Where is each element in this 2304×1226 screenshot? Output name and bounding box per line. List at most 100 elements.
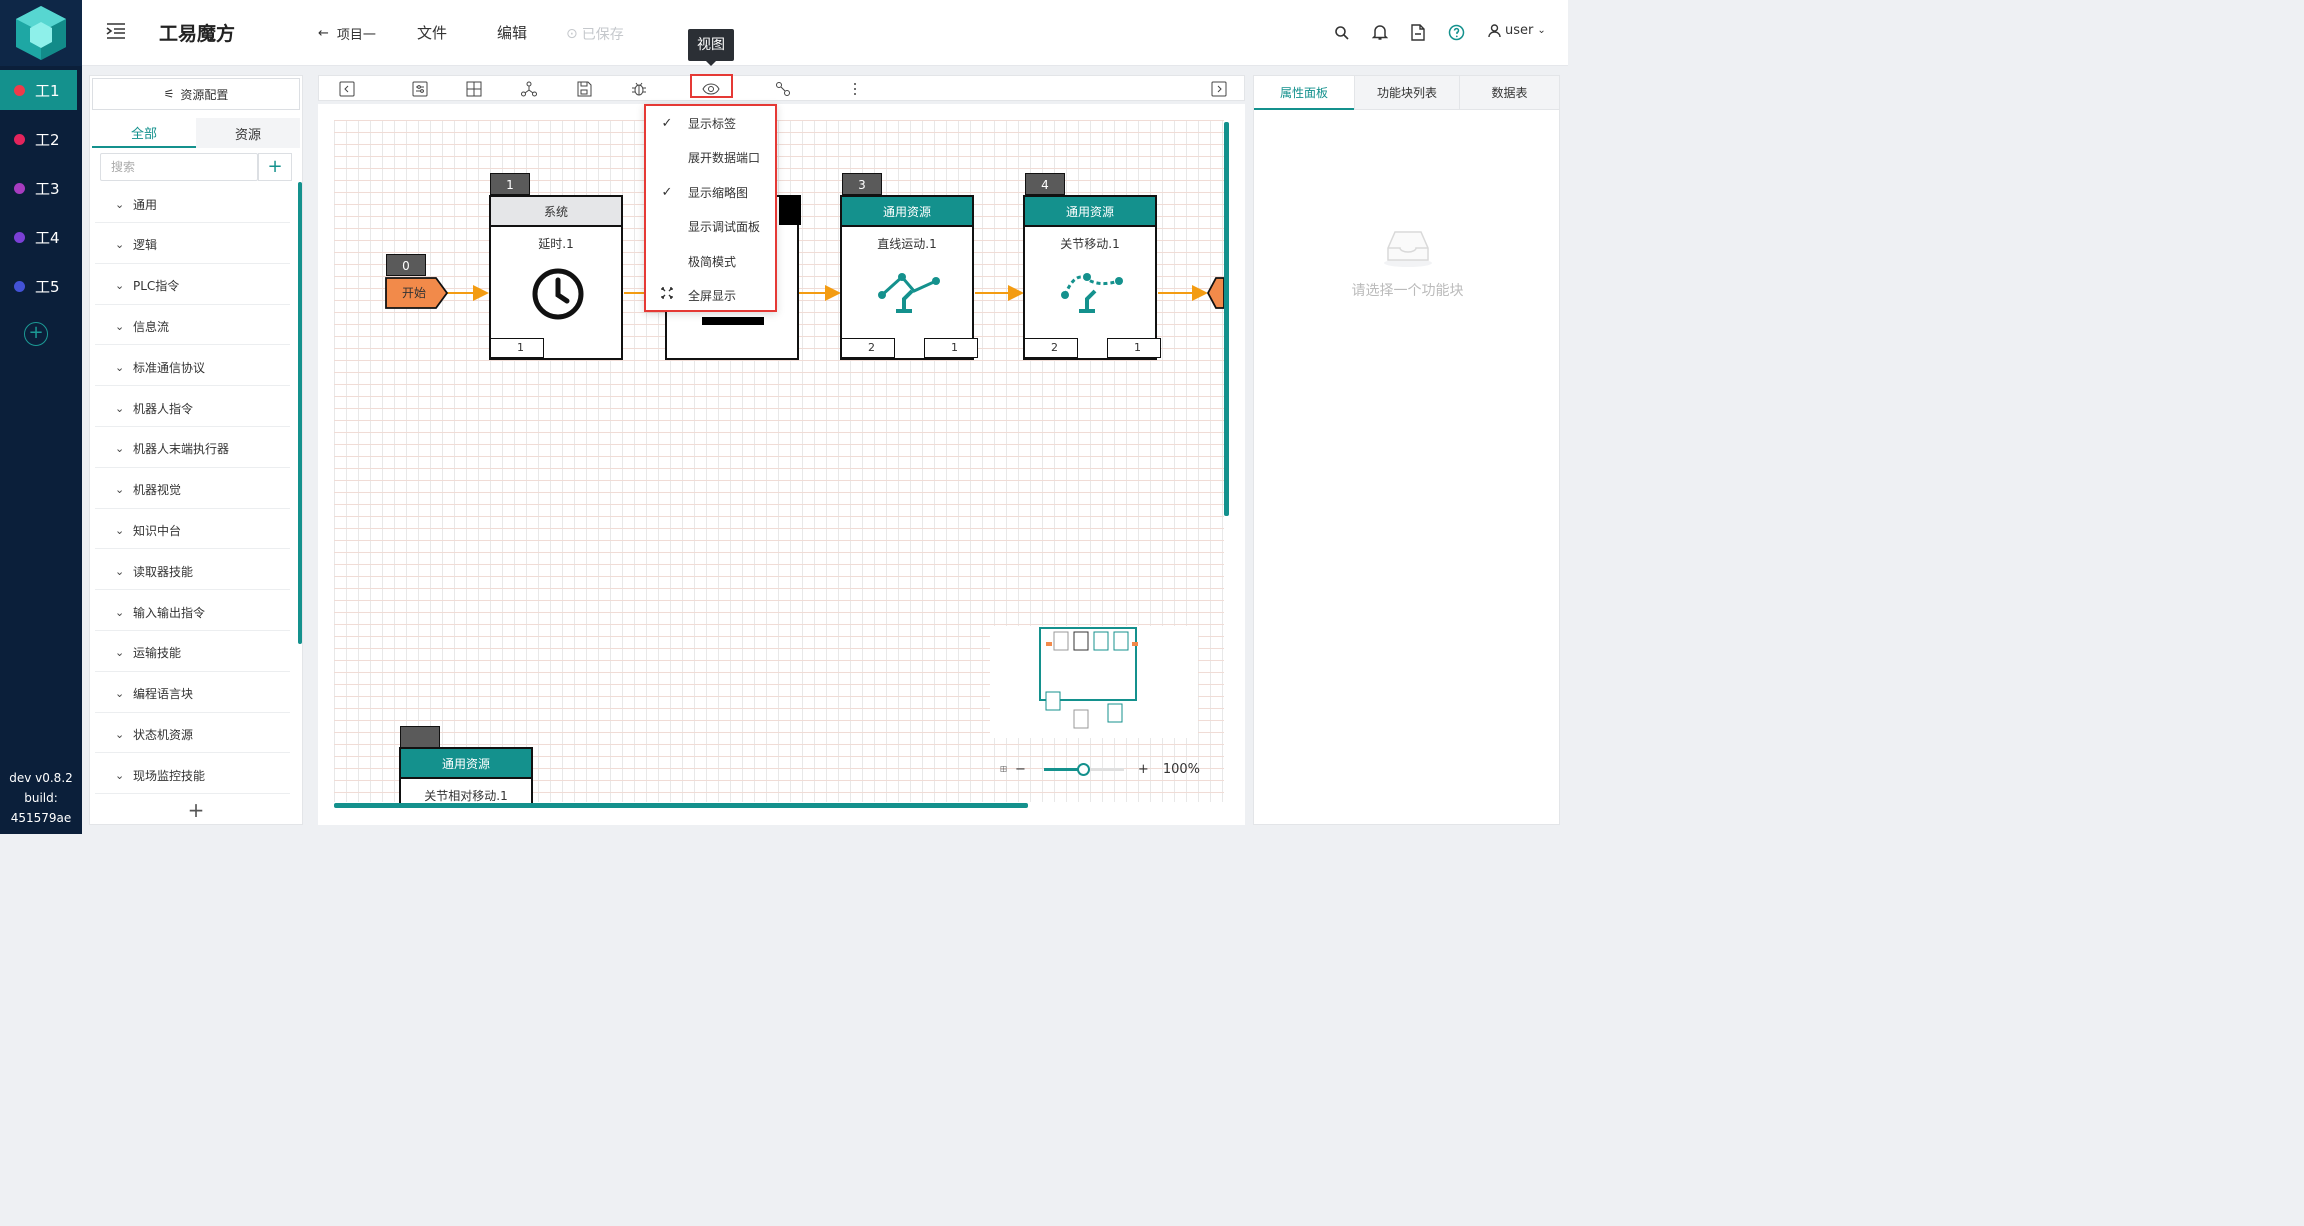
resource-panel: ⚟ 资源配置 全部 资源 搜索 + + ⌄通用⌄逻辑⌄PLC指令⌄信息流⌄标准通… bbox=[89, 75, 303, 825]
resource-config-button[interactable]: ⚟ 资源配置 bbox=[92, 78, 300, 110]
horizontal-scrollbar[interactable] bbox=[334, 803, 1028, 808]
debug-bug-icon[interactable] bbox=[630, 80, 648, 98]
menu-item-label: 显示调试面板 bbox=[688, 219, 761, 234]
vertical-scrollbar[interactable] bbox=[1224, 122, 1229, 516]
menu-item-show-thumbnail[interactable]: ✓显示缩略图 bbox=[646, 175, 775, 209]
output-port[interactable]: 1 bbox=[1107, 338, 1161, 358]
fit-view-icon[interactable] bbox=[1000, 761, 1007, 777]
collapse-right-icon[interactable] bbox=[1210, 80, 1228, 98]
zoom-in-button[interactable]: + bbox=[1137, 761, 1149, 777]
category-item[interactable]: ⌄编程语言块 bbox=[95, 675, 290, 713]
build-hash: 451579ae bbox=[10, 811, 72, 825]
menu-file[interactable]: 文件 bbox=[417, 24, 448, 42]
function-block-joint-move[interactable]: 通用资源 关节移动.1 2 1 bbox=[1023, 195, 1161, 360]
app-logo bbox=[0, 0, 82, 66]
saved-label: 已保存 bbox=[581, 27, 624, 43]
save-icon[interactable] bbox=[575, 80, 593, 98]
chevron-down-icon: ⌄ bbox=[1537, 25, 1546, 36]
category-item[interactable]: ⌄知识中台 bbox=[95, 512, 290, 550]
category-item[interactable]: ⌄读取器技能 bbox=[95, 553, 290, 591]
function-block-delay[interactable]: 系统 延时.1 1 bbox=[489, 195, 623, 360]
add-category-button[interactable]: + bbox=[187, 798, 205, 822]
category-item[interactable]: ⌄输入输出指令 bbox=[95, 594, 290, 631]
category-label: 机器人指令 bbox=[133, 401, 194, 416]
view-button-highlight[interactable] bbox=[690, 74, 733, 98]
menu-item-fullscreen[interactable]: 全屏显示 bbox=[646, 278, 775, 312]
category-label: 运输技能 bbox=[133, 646, 182, 661]
app-rail: 工1 工2 工3 工4 工5 + dev v0.8.2 build: 45157… bbox=[0, 0, 82, 834]
back-to-project[interactable]: ← 项目一 bbox=[318, 24, 376, 43]
menu-collapse-icon[interactable] bbox=[106, 22, 126, 40]
category-item[interactable]: ⌄ 机器人指令 bbox=[95, 390, 290, 427]
add-resource-button[interactable]: + bbox=[258, 153, 292, 181]
search-input[interactable]: 搜索 bbox=[100, 153, 258, 181]
start-node[interactable] bbox=[384, 276, 450, 310]
category-item[interactable]: ⌄信息流 bbox=[95, 308, 290, 346]
eye-icon[interactable] bbox=[702, 80, 720, 98]
rail-item-3[interactable]: 工3 bbox=[0, 168, 77, 208]
rail-item-1[interactable]: 工1 bbox=[0, 70, 77, 110]
menu-item-expand-ports[interactable]: 展开数据端口 bbox=[646, 140, 775, 174]
help-icon[interactable] bbox=[1448, 24, 1465, 41]
category-item[interactable]: ⌄运输技能 bbox=[95, 634, 290, 672]
document-icon[interactable] bbox=[1411, 24, 1425, 41]
category-item[interactable]: ⌄标准通信协议 bbox=[95, 349, 290, 387]
input-port[interactable]: 2 bbox=[1024, 338, 1078, 358]
user-name: user bbox=[1505, 23, 1534, 38]
menu-item-minimal-mode[interactable]: 极简模式 bbox=[646, 244, 775, 278]
layout-grid-icon[interactable] bbox=[465, 80, 483, 98]
rail-item-4[interactable]: 工4 bbox=[0, 217, 77, 257]
chevron-down-icon: ⌄ bbox=[115, 401, 125, 415]
search-icon[interactable] bbox=[1334, 25, 1350, 41]
user-menu[interactable]: user ⌄ bbox=[1488, 23, 1546, 38]
zoom-percent: 100% bbox=[1162, 761, 1200, 777]
network-icon[interactable] bbox=[520, 80, 538, 98]
rail-item-2[interactable]: 工2 bbox=[0, 119, 77, 159]
function-block-linear-move[interactable]: 通用资源 直线运动.1 2 1 bbox=[840, 195, 978, 360]
tab-resource[interactable]: 资源 bbox=[196, 118, 300, 148]
add-workspace-button[interactable]: + bbox=[24, 322, 48, 346]
more-vertical-icon[interactable] bbox=[846, 80, 864, 98]
tab-function-list[interactable]: 功能块列表 bbox=[1354, 76, 1459, 110]
collapse-left-icon[interactable] bbox=[338, 80, 356, 98]
category-item[interactable]: ⌄PLC指令 bbox=[95, 267, 290, 305]
status-dot bbox=[14, 231, 25, 243]
input-port[interactable]: 2 bbox=[841, 338, 895, 358]
input-port[interactable]: 1 bbox=[490, 338, 544, 358]
tab-data-table[interactable]: 数据表 bbox=[1459, 76, 1559, 110]
chevron-down-icon: ⌄ bbox=[115, 360, 125, 374]
chevron-down-icon: ⌄ bbox=[115, 442, 125, 456]
menu-edit[interactable]: 编辑 bbox=[497, 24, 528, 42]
rail-item-label: 工3 bbox=[35, 179, 60, 198]
category-item[interactable]: ⌄状态机资源 bbox=[95, 716, 290, 754]
menu-item-show-labels[interactable]: ✓显示标签 bbox=[646, 106, 775, 140]
start-label: 开始 bbox=[401, 286, 426, 300]
zoom-slider-handle[interactable] bbox=[1077, 763, 1090, 776]
link-nodes-icon[interactable] bbox=[774, 80, 792, 98]
category-item[interactable]: ⌄机器人末端执行器 bbox=[95, 430, 290, 468]
scrollbar[interactable] bbox=[298, 182, 302, 644]
zoom-out-button[interactable]: − bbox=[1015, 761, 1026, 777]
category-label: 逻辑 bbox=[133, 238, 158, 253]
menu-item-label: 展开数据端口 bbox=[688, 150, 761, 165]
category-item[interactable]: ⌄通用 bbox=[95, 186, 290, 223]
function-block-joint-relative[interactable]: 通用资源 关节相对移动.1 bbox=[399, 747, 533, 803]
category-label: 读取器技能 bbox=[133, 564, 194, 579]
zoom-slider-fill bbox=[1044, 768, 1084, 771]
rail-item-5[interactable]: 工5 bbox=[0, 266, 77, 306]
category-item[interactable]: ⌄机器视觉 bbox=[95, 471, 290, 509]
end-node[interactable] bbox=[1206, 276, 1224, 310]
bell-icon[interactable] bbox=[1372, 24, 1388, 41]
property-panel: 属性面板 功能块列表 数据表 请选择一个功能块 bbox=[1253, 75, 1560, 825]
category-item[interactable]: ⌄逻辑 bbox=[95, 226, 290, 264]
minimap[interactable] bbox=[990, 626, 1198, 738]
zoom-slider-track[interactable] bbox=[1044, 763, 1124, 776]
tab-properties[interactable]: 属性面板 bbox=[1254, 76, 1354, 110]
settings-sliders-icon[interactable] bbox=[411, 80, 429, 98]
output-port[interactable]: 1 bbox=[924, 338, 978, 358]
category-label: PLC指令 bbox=[133, 279, 180, 294]
tab-all[interactable]: 全部 bbox=[92, 118, 196, 148]
monitor-icon bbox=[702, 317, 764, 325]
menu-item-debug-panel[interactable]: 显示调试面板 bbox=[646, 209, 775, 243]
category-item[interactable]: ⌄现场监控技能 bbox=[95, 757, 290, 795]
